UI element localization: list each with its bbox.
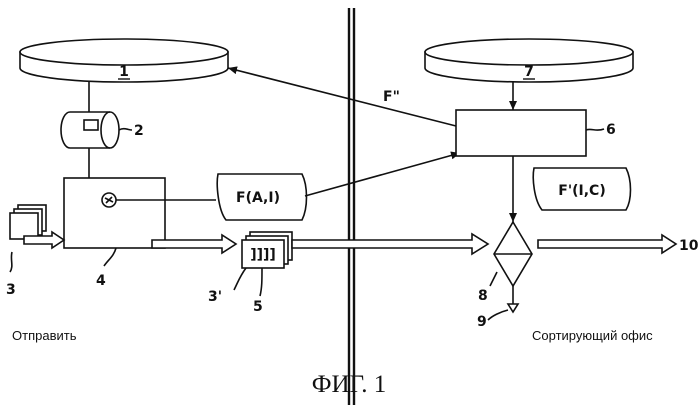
label-4: 4 (96, 273, 106, 289)
label-f-double-prime: F" (383, 89, 400, 105)
card-f-a-i-text: F(A,I) (236, 190, 280, 206)
processing-box-6: 6 (456, 110, 616, 156)
card-f-i-c-text: F'(I,C) (558, 183, 605, 199)
arrow-box6-disk1 (228, 68, 456, 126)
hollow-arrow-transport (292, 234, 488, 254)
card-f-a-i: F(A,I) (217, 174, 306, 220)
figure-caption: ФИГ. 1 (312, 371, 386, 398)
title-sorting-office: Сортирующий офис (532, 328, 653, 343)
label-8: 8 (478, 288, 488, 304)
disk-7: 7 (425, 39, 633, 82)
card-f-i-c: F'(I,C) (533, 168, 630, 210)
disk-1-label: 1 (119, 64, 129, 80)
label-2: 2 (134, 123, 144, 139)
label-10: 10 (679, 238, 699, 254)
letter-stack-3: 3 (6, 205, 46, 298)
separator-line (349, 8, 354, 405)
reader-2: 2 (61, 112, 144, 148)
hollow-arrow-output: 10 (538, 235, 699, 254)
label-5: 5 (253, 299, 263, 315)
label-3: 3 (6, 282, 16, 298)
stack-marks: ]]]] (250, 247, 276, 263)
label-9: 9 (477, 314, 487, 330)
title-send: Отправить (12, 328, 77, 343)
disk-1: 1 (20, 39, 228, 82)
machine-4 (64, 178, 165, 248)
disk-7-label: 7 (524, 64, 534, 80)
sorter-8: 8 (478, 222, 532, 304)
arrow-card-box6 (305, 153, 460, 196)
label-3-prime: 3' (208, 289, 222, 305)
label-6: 6 (606, 122, 616, 138)
